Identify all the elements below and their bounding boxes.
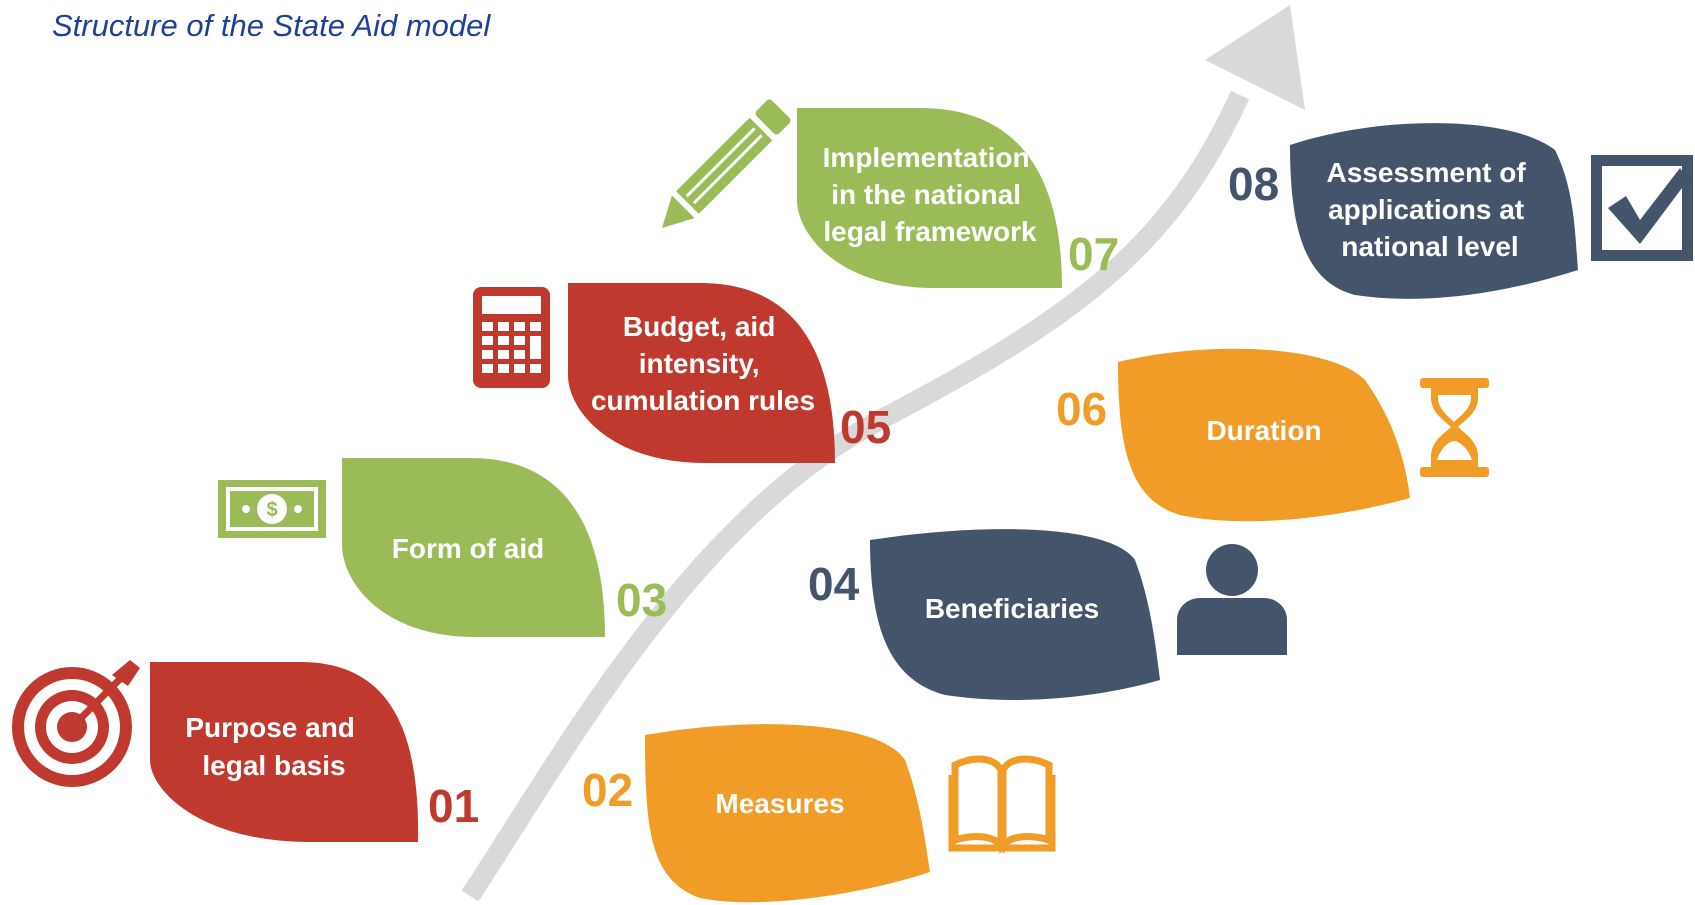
calculator-icon — [473, 287, 550, 388]
step-04: Beneficiaries 04 — [808, 529, 1287, 700]
step-01-label: Purpose and legal basis — [185, 712, 362, 781]
step-05-line-1: Budget, aid — [623, 311, 775, 342]
step-05-line-3: cumulation rules — [591, 385, 815, 416]
checkbox-icon — [1591, 155, 1693, 261]
step-07-label: Implementation in the national legal fra… — [823, 142, 1038, 247]
step-04-line-1: Beneficiaries — [925, 593, 1099, 624]
step-01-number: 01 — [428, 780, 479, 832]
book-icon — [948, 755, 1056, 855]
hourglass-icon — [1420, 378, 1489, 477]
step-08-number: 08 — [1228, 158, 1279, 210]
person-icon — [1177, 544, 1287, 655]
step-06: Duration 06 — [1056, 348, 1489, 522]
step-07-line-1: Implementation — [823, 142, 1030, 173]
svg-text:$: $ — [266, 499, 277, 521]
step-07-line-2: in the national — [831, 179, 1021, 210]
step-03-shape — [342, 458, 605, 637]
step-07-line-3: legal framework — [823, 216, 1037, 247]
step-01-line-2: legal basis — [202, 750, 345, 781]
step-05: Budget, aid intensity, cumulation rules … — [473, 283, 891, 463]
step-05-number: 05 — [840, 401, 891, 453]
pencil-icon — [662, 99, 791, 228]
step-02: Measures 02 — [582, 724, 1056, 903]
step-01-line-1: Purpose and — [185, 712, 355, 743]
diagram-title: Structure of the State Aid model — [52, 8, 491, 43]
step-05-shape — [568, 283, 835, 463]
step-06-line-1: Duration — [1206, 415, 1321, 446]
step-02-number: 02 — [582, 764, 633, 816]
step-06-number: 06 — [1056, 383, 1107, 435]
step-08-label: Assessment of applications at national l… — [1327, 157, 1534, 262]
step-08-shape — [1290, 123, 1578, 299]
target-icon — [12, 660, 140, 787]
step-05-line-2: intensity, — [639, 348, 760, 379]
step-08-line-1: Assessment of — [1327, 157, 1527, 188]
step-08-line-2: applications at — [1328, 194, 1524, 225]
step-01: Purpose and legal basis 01 — [12, 660, 479, 842]
step-07: Implementation in the national legal fra… — [662, 99, 1119, 288]
step-03: Form of aid 03 $ — [218, 458, 667, 637]
step-07-number: 07 — [1068, 228, 1119, 280]
step-03-line-1: Form of aid — [392, 533, 544, 564]
step-07-shape — [797, 108, 1062, 288]
step-06-shape — [1118, 348, 1410, 522]
step-04-number: 04 — [808, 558, 860, 610]
step-04-label: Beneficiaries — [925, 593, 1099, 624]
banknote-icon: $ — [218, 480, 326, 538]
step-03-number: 03 — [616, 574, 667, 626]
step-08: Assessment of applications at national l… — [1228, 123, 1693, 299]
step-02-shape — [645, 724, 930, 903]
step-08-line-3: national level — [1341, 231, 1518, 262]
growth-arrow — [461, 5, 1305, 902]
step-02-line-1: Measures — [715, 788, 844, 819]
step-02-label: Measures — [715, 788, 844, 819]
step-05-label: Budget, aid intensity, cumulation rules — [591, 311, 815, 416]
step-03-label: Form of aid — [392, 533, 544, 564]
step-06-label: Duration — [1206, 415, 1321, 446]
step-04-shape — [870, 529, 1160, 700]
step-01-shape — [150, 662, 419, 842]
